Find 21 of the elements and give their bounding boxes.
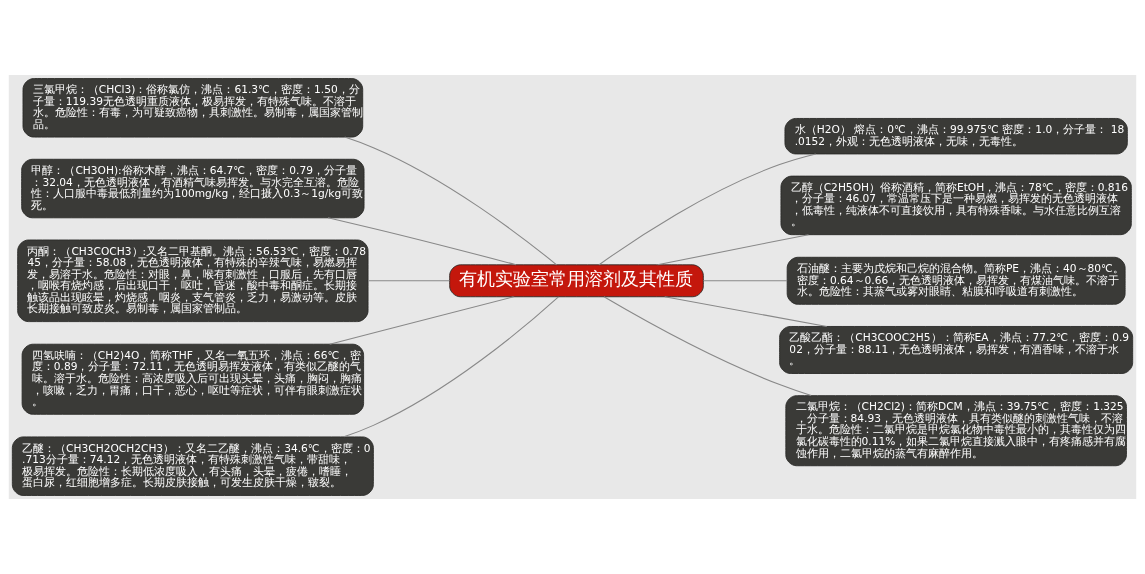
connector — [657, 234, 809, 266]
connector — [344, 136, 558, 266]
node-box: 三氯甲烷：（CHCl3)：俗称氯仿，沸点：61.3℃，密度：1.50，分子量：119.39无色透明重质液体，极易挥发，有特殊气味。不溶于水。危险性：有毒，为可疑致癌物，具刺激性。易制毒，属国家管制品。 — [22, 78, 364, 138]
node-box: 石油醚：主要为戊烷和己烷的混合物。简称PE，沸点：40～80℃。密度：0.64～0.66，无色透明液体，易挥发，有煤油气味。不溶于水。危险性：其蒸气或雾对眼睛、粘膜和呼吸道有刺激性。 — [786, 256, 1126, 305]
connector — [329, 296, 515, 345]
node-box: 四氢呋喃：（CH2)4O，简称THF，又名一氧五环，沸点：66℃，密度：0.89，分子量：72.11，无色透明易挥发液体，有类似乙醚的气味。溶于水。危险性：高浓度吸入后可出现头晕，头痛，胸闷，胸痛，咳嗽，乏力，胃痛，口干，恶心，呕吐等症状，可伴有眼刺激症状。 — [21, 343, 365, 415]
connector — [664, 296, 828, 327]
connector — [367, 280, 451, 282]
connector — [603, 296, 812, 397]
node-box: 丙酮：（CH3COCH3）:又名二甲基酮。沸点：56.53℃，密度：0.7845，分子量：58.08，无色透明液体，有特殊的辛辣气味，易燃易挥发，易溶于水。危险性：对眼，鼻，喉有刺激性，口服后，先有口唇，咽喉有烧灼感，后出现口干，呕吐，昏迷，酸中毒和酮症。长期接触该品出现眩晕，灼烧感，咽炎，支气管炎，乏力，易激动等。皮肤长期接触可致皮炎。易制毒，属国家管制品。 — [17, 239, 369, 323]
node-box: 乙酸乙酯：（CH3COOC2H5）：简称EA，沸点：77.2℃，密度：0.902，分子量：88.11，无色透明液体，易挥发，有酒香味，不溶于水。 — [779, 326, 1134, 374]
node-box: 有机实验室常用溶剂及其性质 — [449, 264, 704, 298]
connector — [702, 280, 788, 282]
connector — [598, 153, 817, 266]
node-box: 水（H2O） 熔点：0℃，沸点：99.975℃ 密度：1.0，分子量： 18.0152，外观：无色透明液体，无味，无毒性。 — [784, 118, 1128, 155]
node-box: 乙醚：（CH3CH2OCH2CH3）：又名二乙醚，沸点：34.6℃，密度：0.713分子量：74.12，无色透明液体，有特殊刺激性气味，带甜味，极易挥发。危险性：长期低浓度吸入，有头痛，头晕，疲倦，嗜睡，蛋白尿，红细胞增多症。长期皮肤接触，可发生皮肤干燥，皲裂。 — [11, 436, 374, 496]
node-box: 二氯甲烷：（CH2Cl2)：简称DCM，沸点：39.75℃，密度：1.325，分子量：84.93，无色透明液体，具有类似醚的刺激性气味，不溶于水。危险性：二氯甲烷是甲烷氯化物中毒性最小的，其毒性仅为四氯化碳毒性的0.11%，如果二氯甲烷直接溅入眼中，有疼痛感并有腐蚀作用，二氯甲烷的蒸气有麻醉作用。 — [785, 395, 1127, 467]
connector — [327, 217, 517, 266]
node-box: 甲醇：（CH3OH):俗称木醇，沸点：64.7℃，密度：0.79，分子量：32.04，无色透明液体，有酒精气味易挥发。与水完全互溶。危险性：人口服中毒最低剂量约为100mg/kg，经口摄入0.3～1g/kg可致死。 — [21, 158, 365, 219]
connector — [343, 296, 559, 438]
node-box: 乙醇（C2H5OH）俗称酒精，简称EtOH，沸点：78℃，密度：0.816，分子量：46.07，常温常压下是一种易燃，易挥发的无色透明液体，低毒性，纯液体不可直接饮用，具有特殊香味。与水任意比例互溶。 — [780, 175, 1132, 236]
